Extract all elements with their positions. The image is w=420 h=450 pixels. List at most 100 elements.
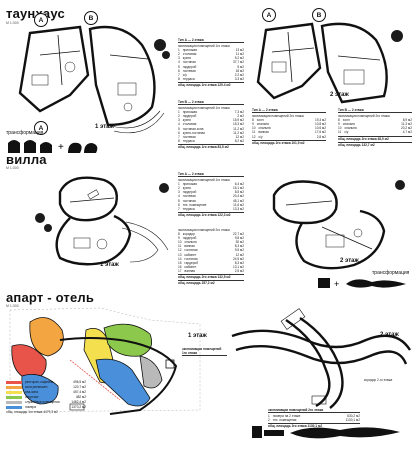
room-name: прихожая	[182, 110, 197, 115]
row-number: 10	[338, 126, 342, 131]
row-number: 11	[178, 244, 182, 249]
legend-label: ресторан, кофейня	[25, 380, 54, 384]
table-header: Тип А — 2 этажа	[252, 108, 326, 114]
row-number: 11	[252, 130, 256, 135]
room-area: 10,6 м2	[314, 126, 326, 131]
row-number: 8	[252, 118, 254, 123]
room-area: 8,2 м2	[234, 138, 244, 143]
room-area: 2,8 м2	[316, 134, 326, 139]
row-number: 7	[178, 134, 180, 139]
townhouse-floor2-plan	[256, 22, 403, 104]
legend-label: служебные помещения	[25, 400, 60, 404]
legend-area: 457,4 м2	[73, 390, 86, 394]
legend-item: ресторан, кофейня 496,5 м2	[6, 380, 86, 385]
legend-area: 496,5 м2	[73, 380, 86, 384]
row-number: 1	[178, 182, 180, 187]
room-area: 22,7 м2	[232, 232, 244, 237]
room-area: 12 м2	[235, 134, 244, 139]
townhouse-transform-label: трансформация	[6, 130, 44, 136]
marker-a-floor2: А	[262, 8, 276, 22]
table-header: Тип А — 2 этажа	[178, 172, 244, 178]
row-number: 9	[252, 122, 254, 127]
marker-b-floor2: В	[312, 8, 326, 22]
table-subheader: экспликация помещений 1го этажа	[178, 106, 230, 111]
room-name: коридор	[182, 232, 195, 237]
room-area: 830,2 м2	[347, 414, 360, 419]
room-name: гардероб	[182, 114, 197, 119]
room-name: гостевая	[182, 194, 196, 199]
table-total: общ. площадь 1го этажа 122,3 м2	[178, 211, 244, 217]
table-subheader: экспликация помещений 1го этажа	[182, 347, 227, 357]
table-subheader: экспликация помещений 2го этажа	[252, 114, 304, 119]
townhouse-scale: М 1:300	[6, 21, 19, 25]
villa-scale: М 1:300	[6, 166, 19, 170]
table-header: Тип В — 2 этажа	[178, 100, 244, 106]
legend-label: спа-зона	[25, 390, 38, 394]
room-area: 30 м2	[235, 240, 244, 245]
room-name: спальня	[256, 122, 269, 127]
table-total: общ. площадь 1го этажа 129.4 м2	[178, 81, 244, 87]
room-area: 2,5 м2	[234, 268, 244, 273]
room-name: ванная	[258, 130, 269, 135]
row-number: 11	[338, 130, 342, 135]
room-name: гардероб	[182, 64, 197, 69]
table-subheader: экспликация помещений 2го этажа	[268, 408, 360, 414]
row-number: 2	[178, 114, 180, 119]
room-name: с/у	[258, 134, 263, 139]
room-name: гостиная	[184, 256, 198, 261]
room-area: 10,8 м2	[314, 122, 326, 127]
room-area: 5 м2	[237, 64, 244, 69]
table-subheader: экспликация помещений 1го этажа	[178, 44, 230, 49]
room-name: прихожая	[182, 48, 197, 53]
room-name: спальня	[184, 240, 197, 245]
row-number: 1	[178, 48, 180, 53]
row-number: 8	[178, 232, 180, 237]
table-total: общ. площадь 2го этажа 132,5 м2	[178, 274, 244, 279]
legend-swatch	[6, 380, 22, 385]
room-name: номера на 2 этаже	[272, 414, 301, 419]
room-name: ванная	[184, 268, 195, 273]
row-number: 13	[178, 252, 182, 257]
room-area: 9,8 м2	[234, 236, 244, 241]
villa-title: вилла	[6, 152, 47, 167]
table-a-floor1: Тип А — 2 этажа экспликация помещений 1г…	[178, 38, 244, 87]
room-area: 15,3 м2	[232, 122, 244, 127]
room-name: терраса	[182, 76, 195, 81]
row-number: 9	[338, 122, 340, 127]
room-name: терраса	[182, 138, 195, 143]
row-number: 16	[178, 264, 182, 269]
row-number: 1	[178, 110, 180, 115]
row-number: 1	[268, 414, 270, 419]
row-number: 15	[178, 260, 182, 265]
table-header: Тип А — 2 этажа	[178, 38, 244, 44]
row-number: 7	[178, 206, 180, 211]
marker-a-bottom: А	[34, 121, 48, 135]
row-number: 2	[268, 418, 270, 423]
townhouse-transform-glyph: +	[8, 140, 98, 153]
row-number: 12	[178, 248, 182, 253]
legend-item: спа-зона 457,4 м2	[6, 390, 86, 395]
villa-transform-label: трансформация	[372, 270, 410, 276]
